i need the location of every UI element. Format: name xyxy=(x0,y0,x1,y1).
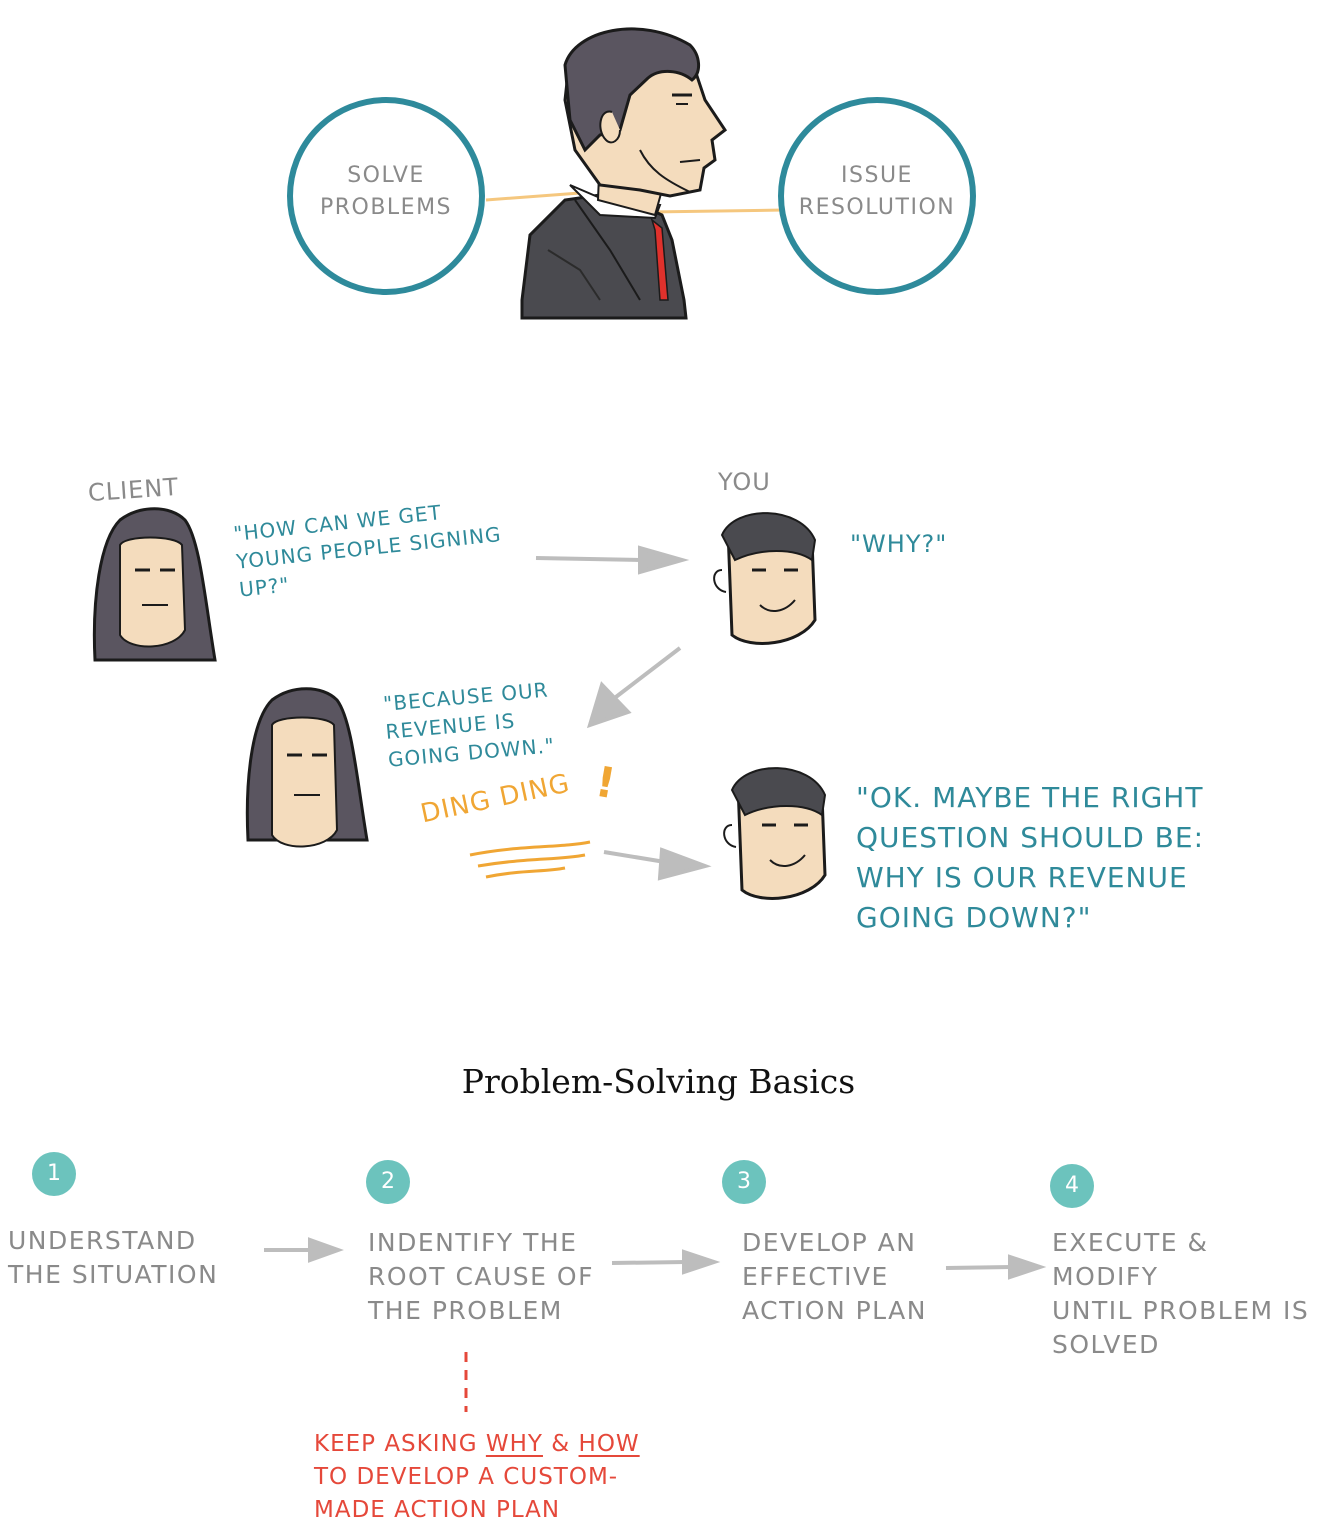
step-4-line1: EXECUTE & MODIFY xyxy=(1052,1228,1209,1291)
issue-resolution-line1: ISSUE xyxy=(841,163,913,188)
step-2-line3: THE PROBLEM xyxy=(368,1296,563,1325)
step-3-line3: ACTION PLAN xyxy=(742,1296,927,1325)
you-question-1: "WHY?" xyxy=(850,530,948,558)
businessman-figure xyxy=(520,27,728,320)
basics-title: Problem-Solving Basics xyxy=(461,1062,856,1101)
step-3-line1: DEVELOP AN xyxy=(742,1228,917,1257)
step-2-text: INDENTIFY THE ROOT CAUSE OF THE PROBLEM xyxy=(368,1226,594,1328)
solve-problems-line1: SOLVE xyxy=(347,163,425,188)
note-line2: TO DEVELOP A CUSTOM- xyxy=(314,1464,619,1490)
you-question-2-line1: "OK. MAYBE THE RIGHT xyxy=(856,781,1204,814)
note-how: HOW xyxy=(578,1431,640,1457)
client-face-2 xyxy=(245,687,369,848)
note-line3: MADE ACTION PLAN xyxy=(314,1497,561,1523)
note-amp: & xyxy=(542,1431,579,1457)
you-question-2: "OK. MAYBE THE RIGHT QUESTION SHOULD BE:… xyxy=(856,778,1204,938)
note-pre: KEEP ASKING xyxy=(314,1431,486,1457)
step-arrow-1-head xyxy=(308,1237,344,1263)
client-face-1 xyxy=(92,507,217,662)
you-label: YOU xyxy=(718,468,771,496)
connector-line-left xyxy=(485,191,581,202)
step-4-badge: 4 xyxy=(1050,1164,1094,1208)
step-2-line1: INDENTIFY THE xyxy=(368,1228,578,1257)
connector-line-right xyxy=(649,208,785,214)
ding-squiggle xyxy=(469,840,591,879)
step-1-line2: THE SITUATION xyxy=(8,1260,219,1289)
step-1-line1: UNDERSTAND xyxy=(8,1226,197,1255)
issue-resolution-label: ISSUE RESOLUTION xyxy=(791,160,963,224)
step-3-badge: 3 xyxy=(722,1160,766,1204)
keep-asking-note: KEEP ASKING WHY & HOW TO DEVELOP A CUSTO… xyxy=(314,1428,640,1527)
step-4-line2: UNTIL PROBLEM IS xyxy=(1052,1296,1310,1325)
step-3-line2: EFFECTIVE xyxy=(742,1262,889,1291)
dialogue-arrows xyxy=(535,545,712,881)
note-why: WHY xyxy=(485,1431,543,1457)
you-face-1 xyxy=(713,512,817,645)
you-question-2-line2: QUESTION SHOULD BE: xyxy=(856,821,1204,854)
issue-resolution-circle xyxy=(778,97,976,295)
you-face-2 xyxy=(723,767,827,900)
arrow-head-right-1 xyxy=(638,545,690,575)
step-arrow-3-head xyxy=(682,1249,721,1275)
step-2-line2: ROOT CAUSE OF xyxy=(368,1262,594,1291)
step-4-line3: SOLVED xyxy=(1052,1330,1160,1359)
step-2-badge: 2 xyxy=(366,1160,410,1204)
step-1-text: UNDERSTAND THE SITUATION xyxy=(8,1224,218,1292)
note-line1: KEEP ASKING WHY & HOW xyxy=(314,1428,640,1461)
solve-problems-line2: PROBLEMS xyxy=(319,195,453,220)
arrow-head-right-2 xyxy=(657,847,712,881)
step-4-text: EXECUTE & MODIFY UNTIL PROBLEM IS SOLVED xyxy=(1052,1226,1317,1362)
step-arrow-2-line xyxy=(611,1260,687,1265)
step-arrow-3b-head xyxy=(1008,1254,1047,1280)
solve-problems-circle xyxy=(287,97,485,295)
step-arrow-3-line xyxy=(945,1265,1013,1270)
step-3-text: DEVELOP AN EFFECTIVE ACTION PLAN xyxy=(742,1226,927,1328)
arrow-head-down-left xyxy=(586,681,632,729)
solve-problems-label: SOLVE PROBLEMS xyxy=(300,160,472,224)
you-question-2-line3: WHY IS OUR REVENUE xyxy=(856,861,1188,894)
step-1-badge: 1 xyxy=(32,1152,76,1196)
you-question-2-line4: GOING DOWN?" xyxy=(856,901,1092,934)
issue-resolution-line2: RESOLUTION xyxy=(798,195,956,220)
